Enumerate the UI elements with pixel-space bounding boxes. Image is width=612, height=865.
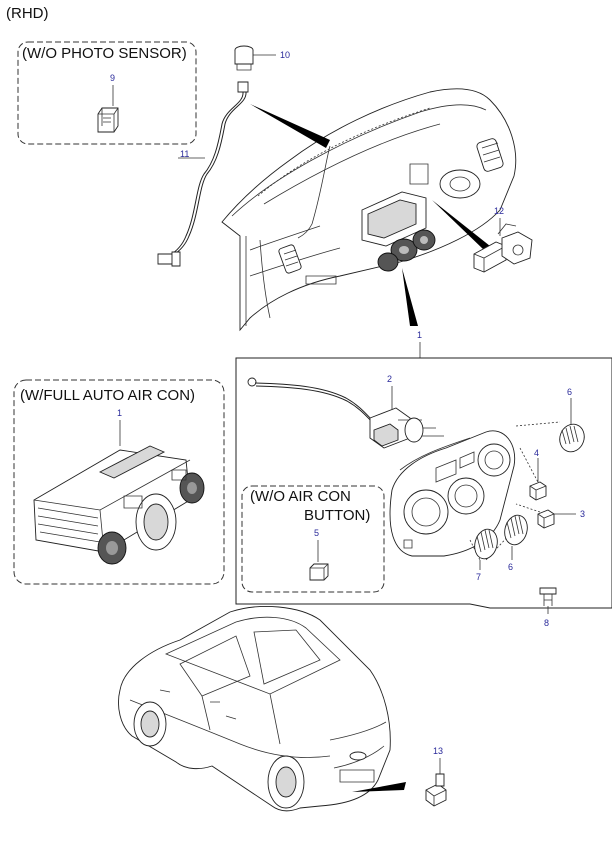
callout-11: 11 xyxy=(180,149,189,159)
part-3-button xyxy=(537,509,555,529)
no-ac-box-title-line1: (W/O AIR CON xyxy=(250,488,351,505)
no-ac-button-box: (W/O AIR CON BUTTON) 5 xyxy=(241,485,385,593)
callout-1-main: 1 xyxy=(417,330,422,340)
full-auto-box: (W/FULL AUTO AIR CON) 1 xyxy=(13,379,225,585)
callout-12: 12 xyxy=(494,206,504,216)
no-ac-box-title-line2: BUTTON) xyxy=(304,507,370,524)
callout-5: 5 xyxy=(314,528,319,538)
part-12-actuator xyxy=(473,223,533,273)
part-2-cable-actuator xyxy=(247,377,444,449)
callout-3: 3 xyxy=(580,509,585,519)
part-6-knob-lower xyxy=(504,514,528,546)
part-13-sensor xyxy=(425,773,447,807)
callout-7: 7 xyxy=(476,572,481,582)
heater-control-panel xyxy=(389,430,516,557)
part-5-blank-button xyxy=(309,563,329,581)
full-auto-box-title: (W/FULL AUTO AIR CON) xyxy=(20,387,195,404)
part-11-wiring xyxy=(157,81,249,267)
pointer-knobs xyxy=(402,268,418,326)
part-7-knob xyxy=(474,528,498,560)
callout-13: 13 xyxy=(433,746,443,756)
part-9-blank-cap xyxy=(97,107,119,133)
callout-1-auto: 1 xyxy=(117,408,122,418)
part-6-knob-upper xyxy=(559,423,585,453)
callout-8: 8 xyxy=(544,618,549,628)
car-illustration xyxy=(118,606,406,812)
callout-2: 2 xyxy=(387,374,392,384)
callout-6-lower: 6 xyxy=(508,562,513,572)
part-10-photo-sensor xyxy=(234,45,254,71)
pointer-part-13 xyxy=(352,782,406,792)
part-4-button xyxy=(529,481,547,501)
callout-4: 4 xyxy=(534,448,539,458)
part-1-auto-ac-control xyxy=(33,445,205,565)
callout-6-upper: 6 xyxy=(567,387,572,397)
pointer-photo-sensor xyxy=(250,104,330,148)
dashboard-illustration: 10 11 xyxy=(157,45,533,332)
dash-climate-knobs xyxy=(377,229,436,272)
part-8-screw xyxy=(539,587,557,606)
callout-10: 10 xyxy=(280,50,290,60)
photo-sensor-box: (W/O PHOTO SENSOR) 9 xyxy=(17,41,197,145)
callout-9: 9 xyxy=(110,73,115,83)
rhd-label: (RHD) xyxy=(6,5,49,22)
control-assembly-frame xyxy=(235,357,612,609)
pointer-part-12 xyxy=(432,200,490,250)
photo-sensor-box-title: (W/O PHOTO SENSOR) xyxy=(22,45,187,62)
